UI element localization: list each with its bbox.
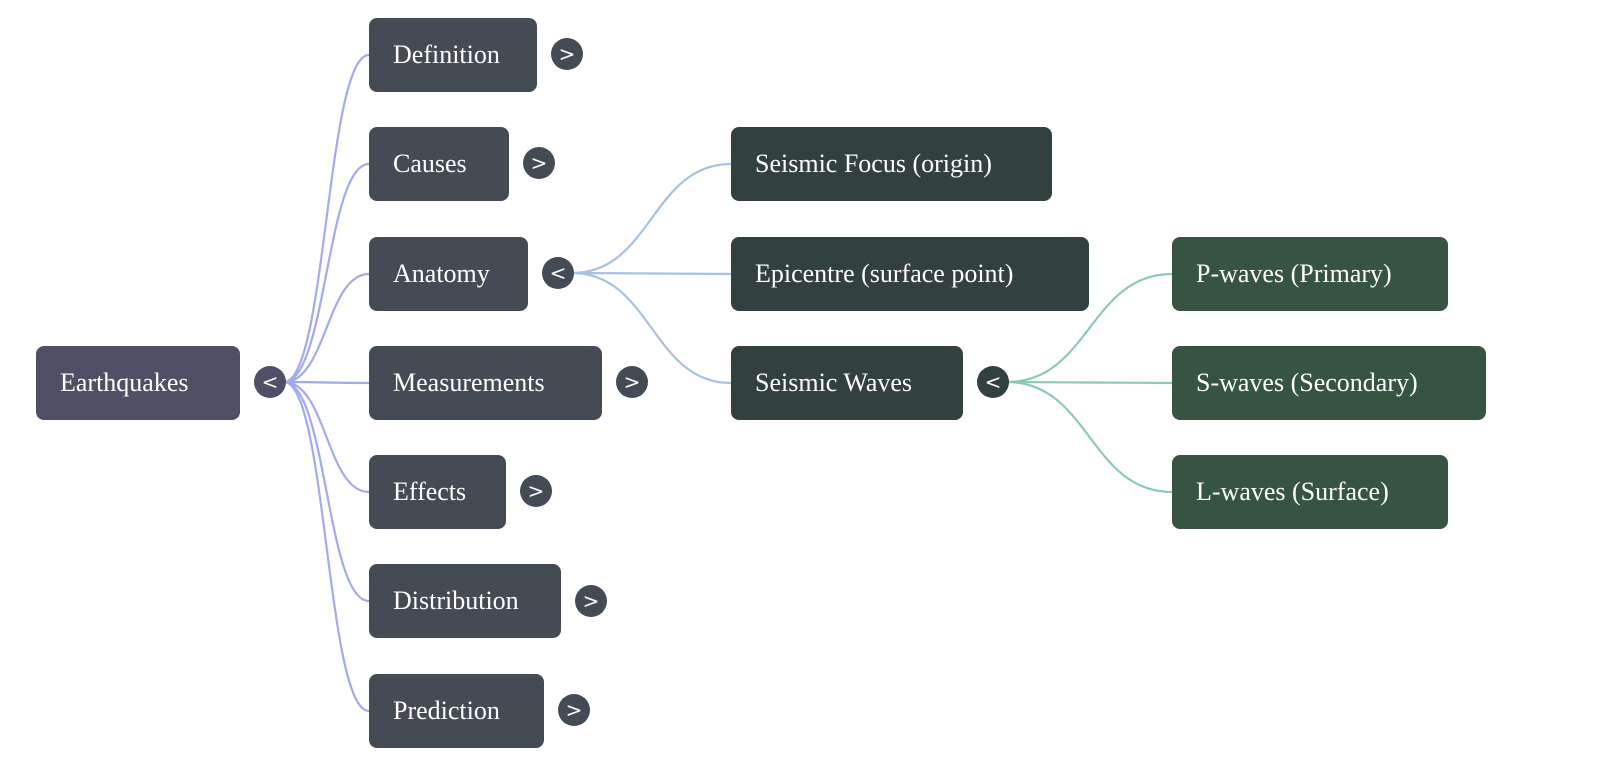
edge-earthquakes-to-effects <box>283 380 370 494</box>
node-s-waves[interactable]: S-waves (Secondary) <box>1172 346 1486 420</box>
expand-toggle-effects[interactable]: > <box>520 475 552 507</box>
node-label: Anatomy <box>393 259 490 288</box>
collapse-toggle-seismic-waves[interactable]: < <box>977 366 1009 398</box>
node-earthquakes[interactable]: Earthquakes <box>36 346 240 420</box>
expand-toggle-causes[interactable]: > <box>523 147 555 179</box>
node-label: P-waves (Primary) <box>1196 259 1392 288</box>
node-definition[interactable]: Definition <box>369 18 537 92</box>
node-label: Distribution <box>393 586 519 615</box>
node-epicentre[interactable]: Epicentre (surface point) <box>731 237 1089 311</box>
expand-toggle-prediction[interactable]: > <box>558 694 590 726</box>
edge-earthquakes-to-causes <box>283 162 370 384</box>
node-label: Causes <box>393 149 467 178</box>
node-effects[interactable]: Effects <box>369 455 506 529</box>
node-label: L-waves (Surface) <box>1196 477 1389 506</box>
expand-toggle-measurements[interactable]: > <box>616 366 648 398</box>
edge-earthquakes-to-anatomy <box>283 272 370 384</box>
node-label: Effects <box>393 477 467 506</box>
edge-anatomy-to-seismic-waves <box>571 271 732 385</box>
node-label: Seismic Focus (origin) <box>755 149 992 178</box>
node-label: Measurements <box>393 368 545 397</box>
node-label: S-waves (Secondary) <box>1196 368 1418 397</box>
expand-toggle-distribution[interactable]: > <box>575 585 607 617</box>
node-label: Seismic Waves <box>755 368 913 397</box>
edge-seismic-waves-to-s-waves <box>1006 380 1173 385</box>
node-label: Prediction <box>393 696 500 725</box>
edge-anatomy-to-seismic-focus <box>571 162 732 275</box>
node-label: Definition <box>393 40 500 69</box>
edge-seismic-waves-to-l-waves <box>1006 380 1173 494</box>
node-l-waves[interactable]: L-waves (Surface) <box>1172 455 1448 529</box>
edge-earthquakes-to-definition <box>283 53 370 384</box>
node-measurements[interactable]: Measurements <box>369 346 602 420</box>
node-label: Earthquakes <box>60 368 189 397</box>
node-anatomy[interactable]: Anatomy <box>369 237 528 311</box>
edge-earthquakes-to-distribution <box>283 380 370 603</box>
node-prediction[interactable]: Prediction <box>369 674 544 748</box>
collapse-toggle-anatomy[interactable]: < <box>542 257 574 289</box>
node-causes[interactable]: Causes <box>369 127 509 201</box>
node-label: Epicentre (surface point) <box>755 259 1014 288</box>
node-seismic-waves[interactable]: Seismic Waves <box>731 346 963 420</box>
node-p-waves[interactable]: P-waves (Primary) <box>1172 237 1448 311</box>
edge-earthquakes-to-prediction <box>283 380 370 713</box>
expand-toggle-definition[interactable]: > <box>551 38 583 70</box>
edge-earthquakes-to-measurements <box>283 380 370 385</box>
collapse-toggle-earthquakes[interactable]: < <box>254 366 286 398</box>
node-seismic-focus[interactable]: Seismic Focus (origin) <box>731 127 1052 201</box>
edge-seismic-waves-to-p-waves <box>1006 272 1173 384</box>
node-distribution[interactable]: Distribution <box>369 564 561 638</box>
edge-anatomy-to-epicentre <box>571 271 732 276</box>
